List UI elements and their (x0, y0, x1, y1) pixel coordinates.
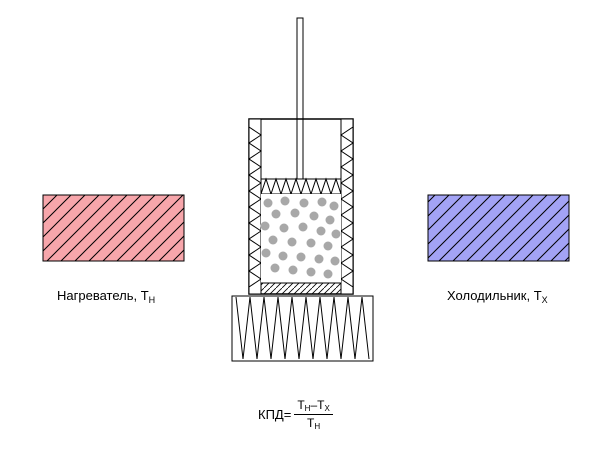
gas-particle (268, 235, 278, 245)
gas-particle (299, 198, 309, 208)
gas-particle (290, 208, 300, 218)
gas-particle (309, 211, 319, 221)
gas-particle (260, 221, 270, 231)
formula-fraction: TН–TХ TН (294, 398, 333, 431)
piston-rod (296, 17, 304, 180)
gas-particle (280, 196, 290, 206)
gas-particle (306, 267, 316, 277)
gas-particle (298, 222, 308, 232)
cooler-hatch (427, 194, 570, 262)
gas-particle (278, 251, 288, 261)
gas-particles (260, 196, 341, 279)
gas-particle (287, 237, 297, 247)
gas-particle (330, 256, 340, 266)
cooler-label: Холодильник, TХ (447, 288, 548, 305)
right-wall-zigzag (340, 126, 354, 288)
heater-hatch (42, 194, 185, 262)
formula-numerator: TН–TХ (294, 398, 333, 415)
gas-particle (329, 201, 339, 211)
gas-particle (331, 229, 341, 239)
heat-exchanger-zigzag (235, 296, 370, 360)
cylinder (248, 118, 354, 295)
gas-particle (261, 248, 271, 258)
formula-denominator: TН (307, 416, 321, 431)
gas-particle (271, 209, 281, 219)
gas-particle (314, 254, 324, 264)
left-wall-zigzag (248, 126, 262, 288)
gas-particle (323, 241, 333, 251)
gas-particle (306, 238, 316, 248)
gas-particle (288, 265, 298, 275)
formula-lhs: КПД= (258, 407, 292, 422)
gas-particle (316, 226, 326, 236)
gas-particle (325, 215, 335, 225)
heater-label: Нагреватель, TН (57, 288, 156, 305)
cylinder-bottom (260, 282, 342, 295)
gas-particle (296, 252, 306, 262)
efficiency-formula: КПД= TН–TХ TН (258, 398, 333, 431)
gas-particle (279, 223, 289, 233)
gas-particle (323, 269, 333, 279)
gas-particle (270, 263, 280, 273)
gas-particle (317, 197, 327, 207)
gas-particle (263, 198, 273, 208)
